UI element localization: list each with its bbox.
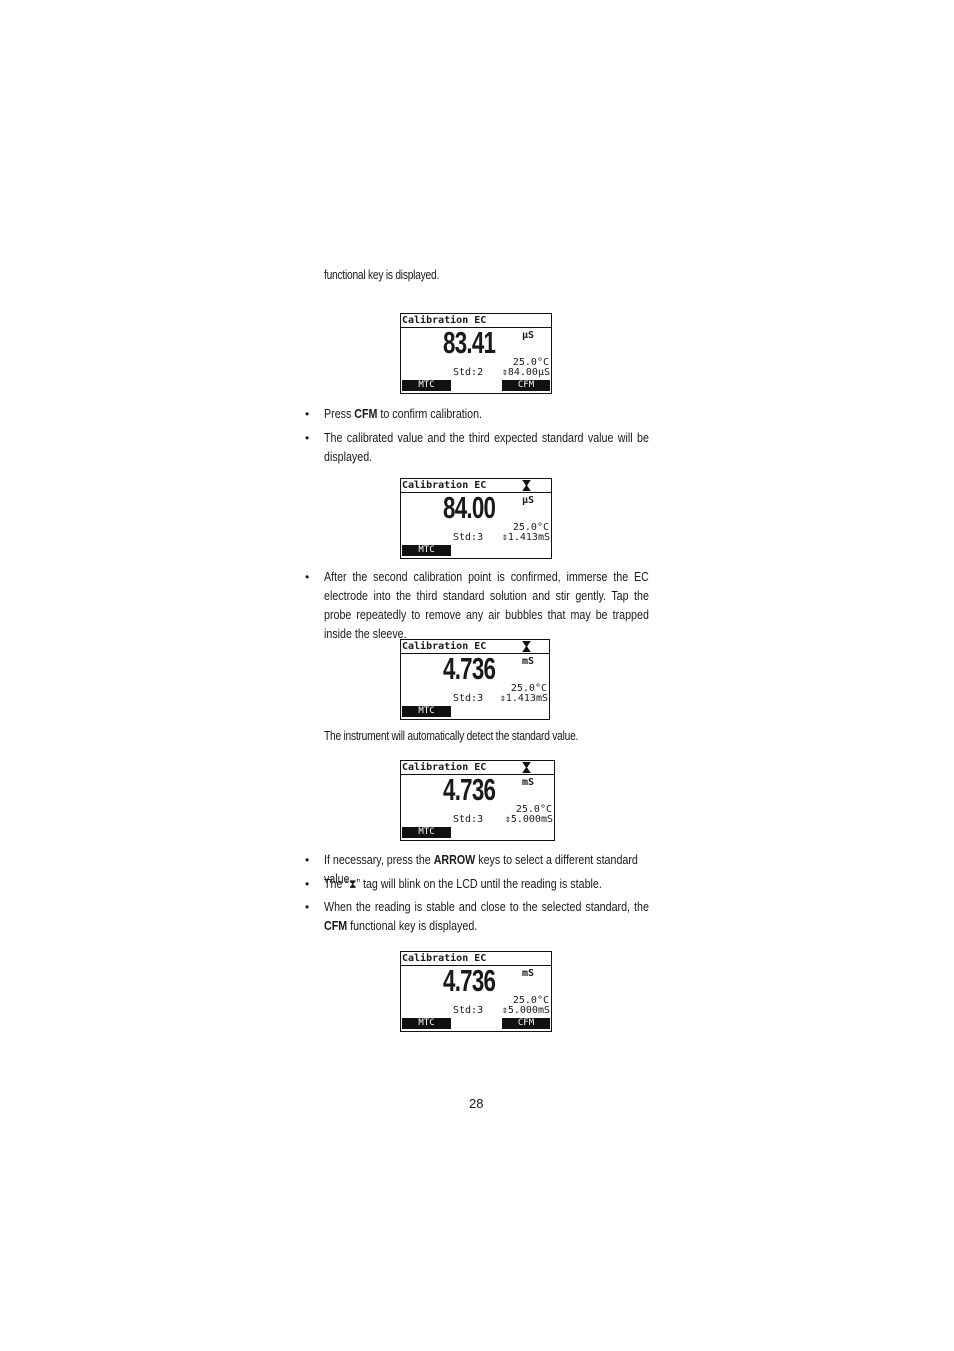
- bullet-after-second-point: • After the second calibration point is …: [305, 568, 650, 641]
- lcd-reading: 83.41: [443, 325, 496, 360]
- lcd-unit: mS: [522, 968, 535, 979]
- lcd-expected-value: ⇕5.000mS: [504, 814, 553, 825]
- bullet-icon: •: [305, 900, 310, 914]
- bullet-press-cfm: • Press CFM to confirm calibration.: [305, 405, 650, 424]
- mtc-key: MTC: [402, 706, 451, 717]
- page-number: 28: [469, 1096, 484, 1111]
- lcd-expected-value: ⇕84.00µS: [501, 367, 550, 378]
- bullet-text: If necessary, press the: [324, 853, 434, 867]
- bullet-if-necessary: • If necessary, press the ARROW keys to …: [305, 851, 650, 886]
- lcd-title: Calibration EC: [402, 480, 487, 491]
- bullet-text: Press: [324, 407, 355, 421]
- mtc-key: MTC: [402, 827, 451, 838]
- bullet-text: keys to select a different standard valu…: [324, 853, 638, 886]
- lcd-expected-value: ⇕1.413mS: [501, 532, 550, 543]
- intro-text: functional key is displayed.: [324, 268, 440, 282]
- lcd-title: Calibration EC: [402, 762, 487, 773]
- bullet-icon: •: [305, 407, 310, 421]
- hourglass-icon: [522, 762, 531, 773]
- lcd-expected-value: ⇕5.000mS: [501, 1005, 550, 1016]
- lcd-standard-index: Std:3: [453, 693, 484, 704]
- bullet-icon: •: [305, 570, 310, 584]
- lcd-screen-4: Calibration EC 4.736 mS 25.0°C Std:3 ⇕5.…: [400, 760, 555, 841]
- auto-detect-text: The instrument will automatically detect…: [324, 729, 579, 743]
- lcd-title: Calibration EC: [402, 315, 487, 326]
- lcd-standard-index: Std:3: [453, 532, 484, 543]
- lcd-expected-value: ⇕1.413mS: [499, 693, 548, 704]
- bullet-text: After the second calibration point is co…: [324, 570, 649, 641]
- lcd-title: Calibration EC: [402, 641, 487, 652]
- bullet-icon: •: [305, 877, 310, 891]
- bullet-icon: •: [305, 431, 310, 445]
- mtc-key: MTC: [402, 1018, 451, 1029]
- lcd-reading: 84.00: [443, 490, 496, 525]
- cfm-key: CFM: [502, 1018, 550, 1029]
- bullet-when-stable: • When the reading is stable and close t…: [305, 898, 650, 938]
- lcd-screen-3: Calibration EC 4.736 mS 25.0°C Std:3 ⇕1.…: [400, 639, 550, 720]
- bullet-icon: •: [305, 853, 310, 867]
- lcd-temperature: 25.0°C: [515, 804, 552, 815]
- hourglass-icon: [522, 641, 531, 652]
- lcd-temperature: 25.0°C: [510, 683, 547, 694]
- lcd-standard-index: Std:3: [453, 814, 484, 825]
- bullet-text: The “⧗” tag will blink on the LCD until …: [324, 877, 602, 891]
- lcd-screen-1: Calibration EC 83.41 µS 25.0°C Std:2 ⇕84…: [400, 313, 552, 394]
- lcd-reading: 4.736: [443, 651, 496, 686]
- cfm-key: CFM: [502, 380, 550, 391]
- lcd-screen-2: Calibration EC 84.00 µS 25.0°C Std:3 ⇕1.…: [400, 478, 552, 559]
- lcd-unit: mS: [522, 777, 535, 788]
- bullet-text: The calibrated value and the third expec…: [324, 431, 649, 464]
- key-name: CFM: [354, 407, 378, 421]
- mtc-key: MTC: [402, 380, 451, 391]
- bullet-text: to confirm calibration.: [377, 407, 483, 421]
- lcd-temperature: 25.0°C: [512, 357, 549, 368]
- lcd-unit: µS: [522, 330, 535, 341]
- lcd-standard-index: Std:2: [453, 367, 484, 378]
- lcd-reading: 4.736: [443, 772, 496, 807]
- bullet-text: When the reading is stable and close to …: [324, 900, 649, 914]
- bullet-tag-blink: • The “⧗” tag will blink on the LCD unti…: [305, 875, 650, 894]
- bullet-calibrated-value: • The calibrated value and the third exp…: [305, 429, 650, 469]
- lcd-temperature: 25.0°C: [512, 522, 549, 533]
- mtc-key: MTC: [402, 545, 451, 556]
- lcd-unit: µS: [522, 495, 535, 506]
- key-name: CFM: [324, 919, 348, 933]
- hourglass-icon: [522, 480, 531, 491]
- bullet-text: functional key is displayed.: [347, 919, 478, 933]
- lcd-reading: 4.736: [443, 963, 496, 998]
- lcd-title: Calibration EC: [402, 953, 487, 964]
- key-name: ARROW: [433, 853, 476, 867]
- lcd-screen-5: Calibration EC 4.736 mS 25.0°C Std:3 ⇕5.…: [400, 951, 552, 1032]
- lcd-temperature: 25.0°C: [512, 995, 549, 1006]
- lcd-standard-index: Std:3: [453, 1005, 484, 1016]
- lcd-unit: mS: [522, 656, 535, 667]
